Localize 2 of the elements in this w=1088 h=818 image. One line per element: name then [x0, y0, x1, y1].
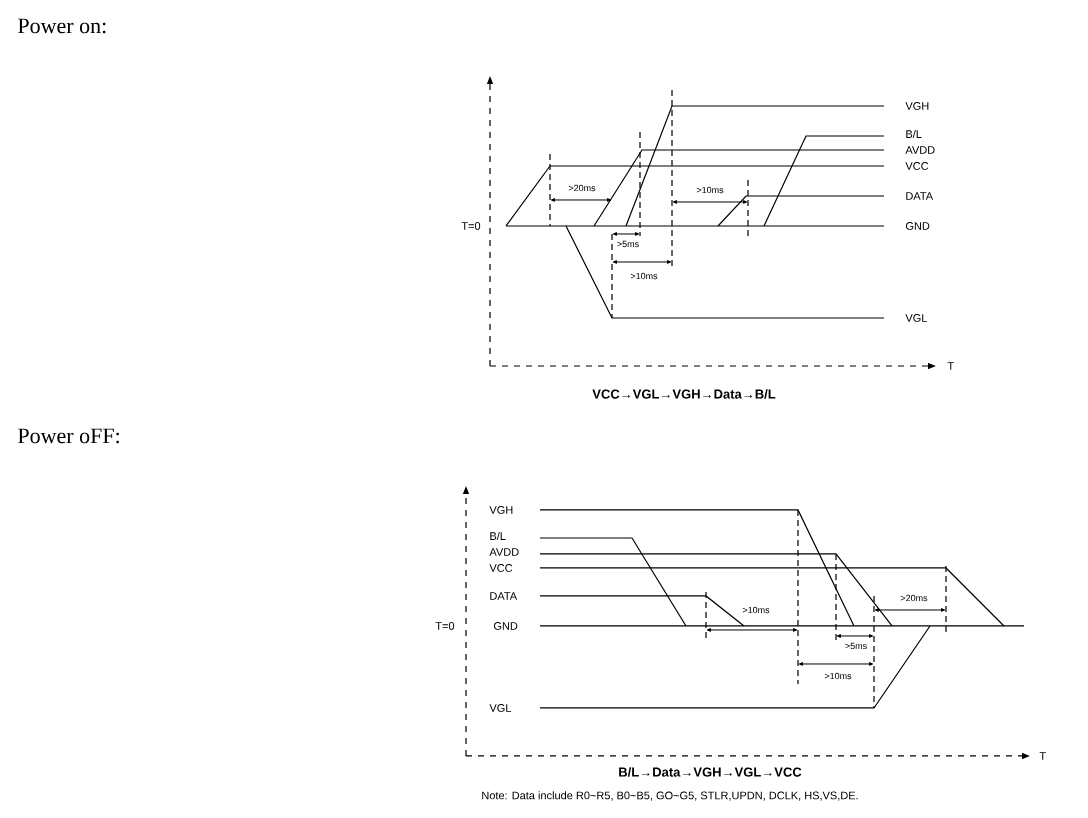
heading: Power oFF: — [18, 428, 119, 444]
heading: Power on: — [18, 18, 106, 34]
